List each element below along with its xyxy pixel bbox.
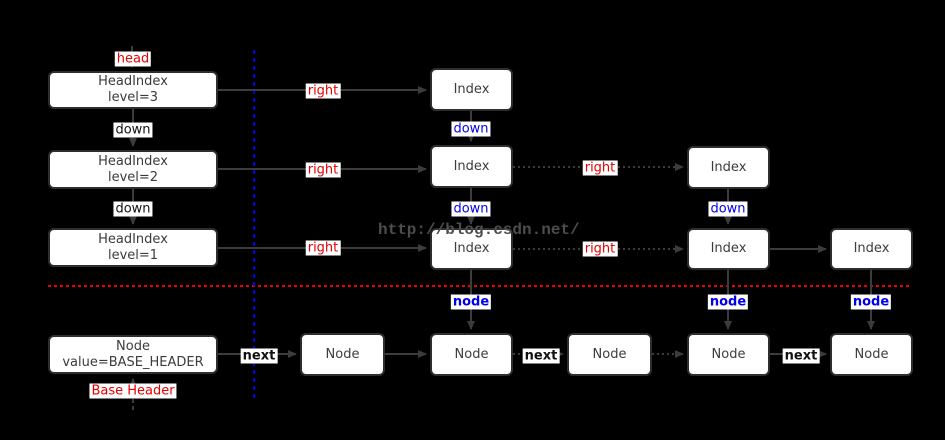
box-text: value=BASE_HEADER <box>62 354 204 370</box>
box-text: level=2 <box>107 169 159 185</box>
index-level1-col2-box: Index <box>687 228 770 270</box>
csdn-watermark: http://blog.csdn.net/ <box>378 221 580 239</box>
right-label-level1-dotted: right <box>582 241 618 257</box>
box-text: Node <box>592 346 627 362</box>
box-text: Node <box>116 338 150 354</box>
head-label: head <box>114 51 152 67</box>
box-text: Node <box>711 346 746 362</box>
box-text: Node <box>854 346 889 362</box>
down-label-head-1: down <box>113 122 153 138</box>
box-text: Index <box>453 81 490 97</box>
down-label-head-2: down <box>113 201 153 217</box>
box-text: Node <box>454 346 489 362</box>
box-text: Index <box>453 241 490 256</box>
node-5-box: Node <box>687 333 770 376</box>
node-label-1: node <box>450 294 492 310</box>
base-header-label: Base Header <box>89 383 177 399</box>
box-text: Node <box>325 346 360 362</box>
index-level2-col1-box: Index <box>430 145 513 188</box>
node-2-box: Node <box>300 333 385 376</box>
box-text: Index <box>710 159 747 175</box>
right-label-level2: right <box>305 162 341 178</box>
next-label-3: next <box>782 348 820 364</box>
box-text: Index <box>453 158 490 174</box>
node-label-3: node <box>850 294 892 310</box>
node-6-box: Node <box>830 333 913 376</box>
right-label-level3: right <box>305 83 341 99</box>
node-4-box: Node <box>567 333 652 376</box>
index-level3-col1-box: Index <box>430 68 513 111</box>
box-text: Index <box>710 241 747 256</box>
box-text: HeadIndex <box>98 231 168 247</box>
index-level1-col3-box: Index <box>830 228 913 270</box>
node-3-box: Node <box>430 333 513 376</box>
down-label-index-3: down <box>708 201 748 217</box>
box-text: HeadIndex <box>98 74 168 89</box>
box-text: level=3 <box>107 90 159 105</box>
box-text: HeadIndex <box>98 153 168 169</box>
right-label-level2-dotted: right <box>582 160 618 176</box>
index-level1-col1-box: Index <box>430 228 513 270</box>
next-label-2: next <box>522 348 560 364</box>
box-text: Index <box>853 241 890 256</box>
index-level2-col2-box: Index <box>687 146 770 189</box>
right-label-level1: right <box>305 240 341 256</box>
node-label-2: node <box>707 294 749 310</box>
down-label-index-1: down <box>451 121 491 137</box>
box-text: level=1 <box>107 247 159 263</box>
next-label-1: next <box>240 348 278 364</box>
down-label-index-2: down <box>451 201 491 217</box>
